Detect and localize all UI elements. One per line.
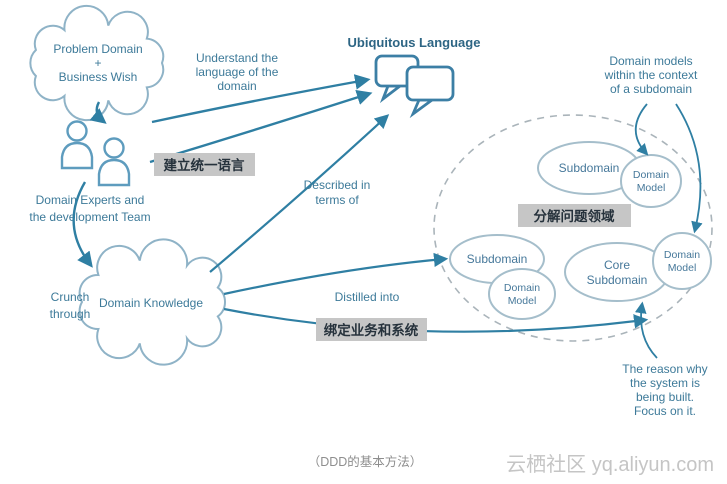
arrow-note-to-top-model [634,103,649,156]
experts-label-line2: the development Team [29,210,150,224]
subdomain-top-label: Subdomain [559,161,620,175]
understand-note-line3: domain [217,79,256,93]
domain-models-note-line2: within the context [604,68,698,82]
understand-note-line1: Understand the [196,51,278,65]
described-note-line1: Described in [304,178,371,192]
domain-model-left-line2: Model [508,295,537,307]
domain-knowledge-cloud [78,238,226,366]
domain-model-left-ellipse [488,268,556,320]
problem-cloud-line2: + [94,56,101,70]
arrow-experts-to-knowledge [72,181,93,268]
arrow-knowledge-to-subdomain [223,252,449,296]
domain-model-top-line1: Domain [633,169,669,181]
speech-tail-icon [379,84,405,104]
domain-knowledge-label: Domain Knowledge [99,296,203,310]
core-subdomain-ellipse [564,242,670,302]
domain-model-right-line1: Domain [664,249,700,261]
highlight-bg [154,153,255,176]
domain-models-note-line3: of a subdomain [610,82,692,96]
described-note-line2: terms of [315,193,359,207]
bind-business-highlight: 绑定业务和系统 [316,318,427,341]
reason-note-line1: The reason why [622,362,707,376]
crunch-note-line2: through [50,307,91,321]
problem-cloud-line1: Problem Domain [53,42,142,56]
bind-business-label: 绑定业务和系统 [324,322,419,338]
decompose-highlight: 分解问题领域 [518,204,631,227]
highlight-bg [518,204,631,227]
build-language-label: 建立统一语言 [163,157,245,173]
person-body-icon [97,158,131,187]
problem-domain-cloud [29,4,165,122]
arrow-reason-to-core [634,301,658,359]
domain-model-top-line2: Model [637,182,666,194]
caption: （DDD的基本方法） [308,454,423,469]
distilled-note: Distilled into [335,290,400,304]
domain-experts-icon [60,120,131,187]
reason-note-line2: the system is [630,376,700,390]
speech-tail-icon [409,98,437,119]
speech-bubbles-icon [374,54,455,119]
problem-space-dashed-ellipse [433,114,713,342]
decompose-label: 分解问题领域 [534,208,615,224]
understand-note-line2: language of the [196,65,279,79]
experts-label-line1: Domain Experts and [36,193,145,207]
core-subdomain-line2: Subdomain [587,273,648,287]
person-body-icon [60,141,94,170]
subdomain-left-label: Subdomain [467,252,528,266]
arrow-experts-to-language [149,89,373,164]
person-head-icon [103,137,125,159]
arrow-note-to-right-model [675,103,703,234]
reason-note-line3: being built. [636,390,694,404]
person-head-icon [66,120,88,142]
domain-model-left-line1: Domain [504,282,540,294]
arrow-knowledge-to-core [223,307,649,333]
domain-model-right-line2: Model [668,262,697,274]
highlight-bg [316,318,427,341]
watermark: 云栖社区 yq.aliyun.com [506,453,714,476]
domain-model-top-ellipse [620,154,682,208]
arrow-understand-to-language [151,74,371,124]
reason-note-line4: Focus on it. [634,404,696,418]
arrow-cloud-to-experts [89,101,107,124]
build-language-highlight: 建立统一语言 [154,153,255,176]
domain-model-right-ellipse [652,232,712,290]
arrow-knowledge-to-language [209,114,390,273]
speech-bubble-icon [405,65,455,102]
domain-models-note-line1: Domain models [609,54,692,68]
problem-cloud-line3: Business Wish [59,70,138,84]
core-subdomain-line1: Core [604,258,630,272]
ubiquitous-language-title: Ubiquitous Language [348,35,481,50]
crunch-note-line1: Crunch [51,290,90,304]
